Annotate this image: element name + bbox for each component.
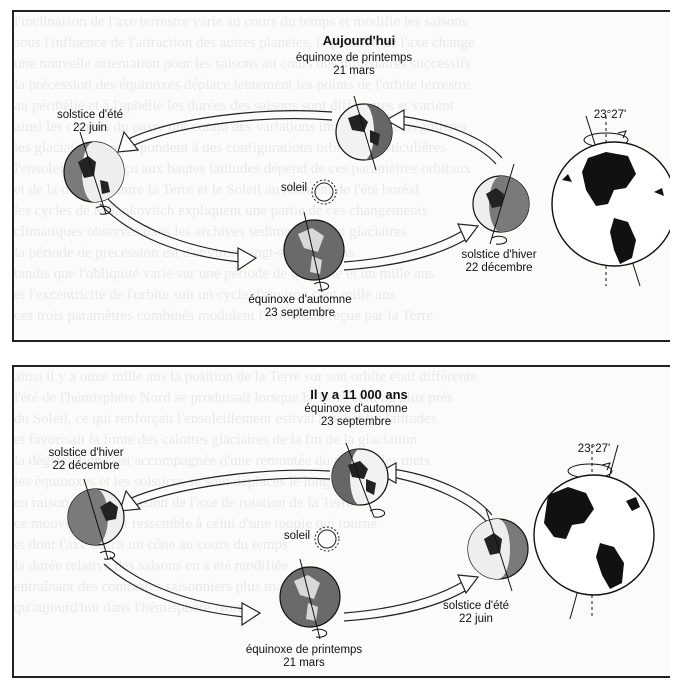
earth-globe-summer-solstice	[467, 508, 529, 592]
orbit-arrow-summer-to-autumn	[391, 468, 493, 516]
orbit-arrow-spring-to-summer	[125, 110, 333, 141]
label-autumn-equinox-today: équinoxe d'automne 23 septembre	[248, 294, 352, 319]
label-winter-solstice-today: solstice d'hiver 22 décembre	[461, 249, 537, 274]
axial-tilt-label-past: 23°27'	[577, 443, 611, 455]
tilted-earth-globe-today	[551, 115, 670, 287]
earth-globe-winter-solstice	[67, 478, 125, 560]
panel-today: l'inclinaison de l'axe terrestre varie a…	[12, 10, 670, 342]
orbit-arrow-winter-to-spring	[109, 556, 247, 610]
earth-globe-winter-solstice	[472, 163, 530, 245]
orbit-arrows	[103, 461, 493, 627]
axial-tilt-label-today: 23°27'	[593, 109, 627, 121]
orbit-diagram-today	[63, 95, 670, 293]
sun-icon	[314, 526, 340, 552]
label-winter-solstice-past: solstice d'hiver 22 décembre	[48, 447, 124, 472]
label-spring-equinox-today: équinoxe de printemps 21 mars	[295, 52, 413, 77]
label-summer-solstice-past: solstice d'été 22 juin	[442, 600, 510, 625]
orbit-arrow-autumn-to-winter	[343, 229, 465, 263]
panel-title-today: Aujourd'hui	[322, 33, 396, 48]
orbit-arrow-autumn-to-winter	[128, 469, 331, 500]
orbit-arrow-winter-to-spring	[399, 115, 503, 159]
earth-globe-autumn-equinox	[331, 442, 389, 518]
panel-title-11000-years-ago: Il y a 11 000 ans	[310, 387, 408, 402]
earth-globe-summer-solstice	[63, 131, 125, 215]
label-spring-equinox-past: équinoxe de printemps 21 mars	[245, 644, 363, 669]
orbit-diagram-11000-years-ago	[67, 442, 655, 640]
label-autumn-equinox-past: équinoxe d'automne 23 septembre	[304, 403, 408, 428]
tilted-earth-globe-11000-years-ago	[533, 444, 655, 620]
sun-icon	[311, 179, 337, 205]
orbit-arrow-summer-to-autumn	[105, 196, 243, 255]
earth-globe-spring-equinox	[279, 558, 341, 640]
label-summer-solstice-today: solstice d'été 22 juin	[56, 109, 124, 134]
label-sun-past: soleil	[283, 530, 311, 542]
orbit-arrow-spring-to-summer	[343, 580, 465, 614]
panel-11000-years-ago: ainsi il y a onze mille ans la position …	[12, 365, 670, 678]
earth-globe-spring-equinox	[335, 95, 393, 171]
earth-globe-autumn-equinox	[283, 211, 345, 293]
label-sun-today: soleil	[280, 182, 308, 194]
orbit-arrows	[99, 108, 503, 272]
